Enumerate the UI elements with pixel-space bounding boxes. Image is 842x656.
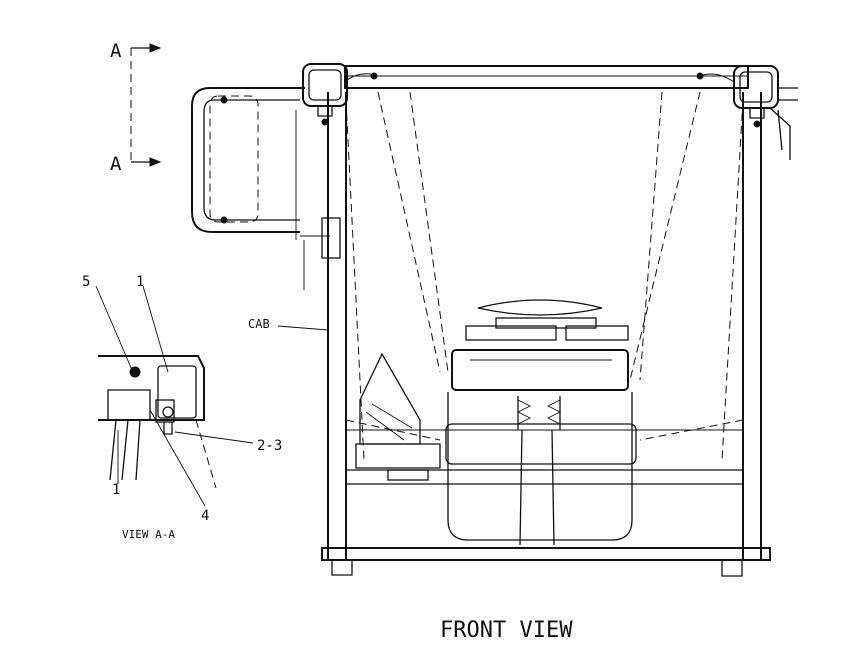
left-light-housing	[302, 63, 348, 107]
left-light-lens	[308, 69, 342, 101]
section-letter-bottom: A	[110, 153, 122, 175]
mirror-glass	[209, 95, 259, 223]
rear-window-edge	[377, 91, 701, 381]
callout-cab: CAB	[248, 317, 270, 331]
mirror-post	[295, 110, 305, 290]
column-boot	[516, 399, 562, 425]
right-light-wire	[699, 73, 735, 83]
detail-view	[98, 355, 217, 489]
steering-hub	[495, 317, 597, 329]
rear-window-inner	[409, 91, 663, 381]
bottom-rail	[321, 547, 771, 561]
left-light-wire	[346, 73, 379, 81]
mirror-arm	[191, 87, 305, 233]
left-seat-mount	[387, 469, 429, 481]
detail-light-body	[157, 365, 197, 419]
leader-cab	[277, 325, 329, 331]
callout-2-3: 2-3	[257, 438, 282, 454]
pedestal-cover	[445, 423, 637, 465]
mirror-pivot-bottom	[220, 216, 228, 224]
callout-1-top: 1	[136, 274, 144, 290]
leader-2-3	[174, 431, 254, 444]
section-marker: A A	[110, 40, 162, 175]
detail-bolt	[129, 366, 141, 378]
view-label-main: FRONT VIEW	[440, 618, 573, 643]
right-light-arm	[769, 87, 798, 160]
left-light-bolt	[321, 118, 329, 126]
left-post	[327, 92, 347, 560]
detail-hidden-edge	[195, 419, 217, 489]
leader-5	[95, 285, 133, 371]
side-window-edge	[345, 99, 744, 461]
steering-console	[451, 299, 629, 546]
leader-4	[149, 409, 206, 507]
mirror-assembly	[191, 87, 341, 290]
leader-lines	[95, 285, 329, 507]
right-light-housing	[733, 65, 779, 109]
right-post-foot	[721, 560, 743, 577]
detail-nut	[162, 406, 174, 418]
left-light-bracket	[317, 106, 333, 117]
right-work-light	[696, 65, 798, 160]
dash-console	[451, 349, 629, 391]
section-arrowhead-bottom	[149, 157, 162, 167]
cab-frame	[321, 65, 771, 577]
mirror-pivot-top	[220, 96, 228, 104]
view-label-detail: VIEW A-A	[122, 528, 175, 541]
right-light-bolt	[753, 120, 761, 128]
top-rail	[344, 65, 749, 89]
left-seat-ribs	[365, 403, 413, 441]
detail-connector	[163, 422, 173, 435]
right-light-bracket	[749, 108, 765, 119]
console-right-pad	[565, 325, 629, 341]
callout-4: 4	[201, 508, 209, 524]
left-work-light	[302, 63, 379, 126]
mirror-mount-bracket	[321, 217, 341, 259]
callout-5: 5	[82, 274, 90, 290]
callout-1-bottom: 1	[112, 482, 120, 498]
lower-column	[519, 429, 555, 546]
pedestal-housing	[447, 392, 633, 541]
floor-rail	[346, 469, 743, 485]
section-arrowhead-top	[149, 43, 162, 53]
right-light-lens	[739, 71, 773, 103]
left-post-foot	[331, 560, 353, 576]
leader-1-top	[142, 285, 169, 373]
detail-bracket	[107, 389, 151, 421]
steering-wheel	[477, 299, 603, 316]
left-seat-panel	[359, 352, 421, 445]
section-letter-top: A	[110, 40, 122, 62]
right-post	[742, 92, 762, 560]
detail-housing	[98, 355, 205, 421]
mirror-arm-inner	[203, 99, 300, 221]
left-seat-base	[355, 443, 441, 469]
console-left-pad	[465, 325, 557, 341]
detail-posts	[109, 419, 141, 481]
cab-floor-parts	[355, 352, 637, 541]
detail-clamp	[155, 399, 175, 423]
steering-column	[517, 396, 561, 430]
